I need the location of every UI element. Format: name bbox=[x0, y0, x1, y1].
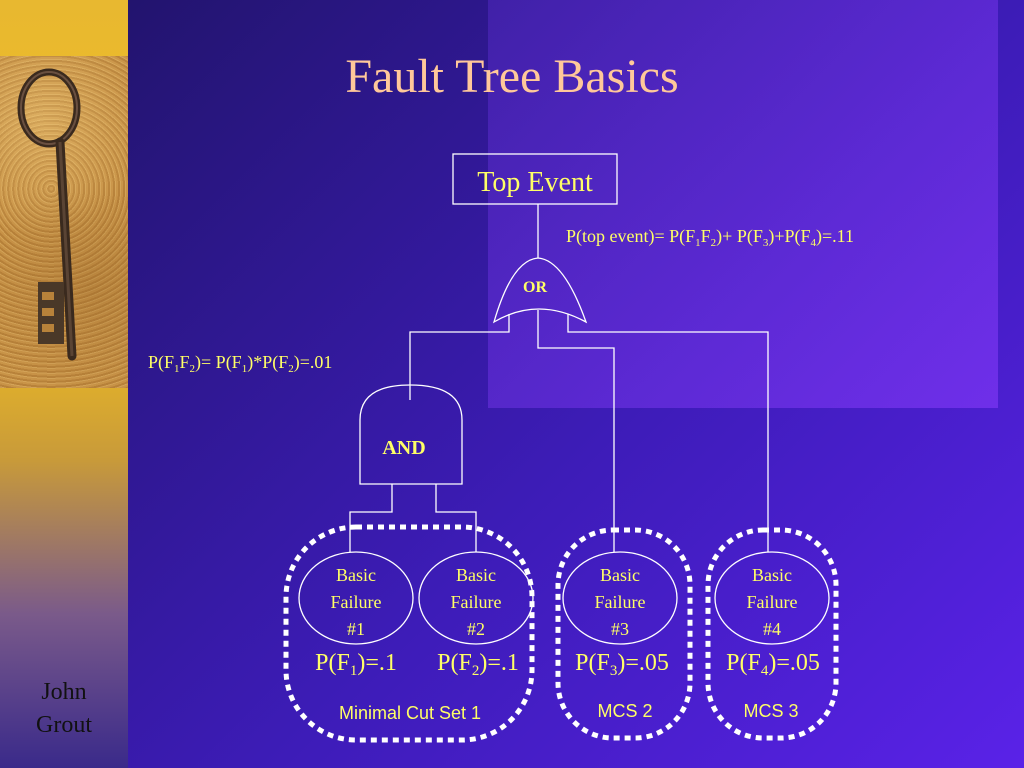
minimal-cut-set-2 bbox=[555, 527, 693, 741]
failure-1-line2: Failure bbox=[331, 592, 382, 612]
key-photo bbox=[0, 56, 128, 388]
slide-area bbox=[128, 0, 1024, 768]
failure-2-line2: Failure bbox=[451, 592, 502, 612]
page-title: Fault Tree Basics bbox=[345, 50, 678, 103]
author-last-name: Grout bbox=[36, 712, 92, 738]
failure-4-line2: Failure bbox=[747, 592, 798, 612]
failure-2-line3: #2 bbox=[467, 619, 485, 639]
connector-or-and bbox=[409, 314, 510, 400]
failure-1-line1: Basic bbox=[336, 565, 376, 585]
connector-or-failure4 bbox=[567, 314, 769, 552]
sidebar: John Grout bbox=[0, 0, 128, 768]
minimal-cut-set-1 bbox=[283, 524, 535, 743]
failure-3-line2: Failure bbox=[595, 592, 646, 612]
failure-1-line3: #1 bbox=[347, 619, 365, 639]
author-name: John Grout bbox=[0, 676, 128, 742]
top-event-formula: P(top event)= P(F1F2)+ P(F3)+P(F4)=.11 bbox=[566, 226, 854, 249]
connector-and-failure1 bbox=[349, 484, 393, 552]
failure-3-line1: Basic bbox=[600, 565, 640, 585]
minimal-cut-set-3 bbox=[705, 527, 839, 741]
author-first-name: John bbox=[41, 679, 87, 705]
basic-failure-2 bbox=[418, 551, 534, 645]
and-gate-formula: P(F1F2)= P(F1)*P(F2)=.01 bbox=[148, 352, 332, 375]
failure-3-line3: #3 bbox=[611, 619, 629, 639]
failure-4-line1: Basic bbox=[752, 565, 792, 585]
basic-failure-4 bbox=[714, 551, 830, 645]
or-gate-label: OR bbox=[523, 279, 547, 296]
key-icon bbox=[17, 68, 81, 361]
and-gate bbox=[359, 384, 463, 485]
failure-3-probability: P(F3)=.05 bbox=[575, 650, 669, 679]
failure-4-line3: #4 bbox=[763, 619, 781, 639]
connector-and-failure2 bbox=[435, 484, 477, 552]
cut-set-1-label: Minimal Cut Set 1 bbox=[339, 703, 481, 723]
failure-1-probability: P(F1)=.1 bbox=[315, 650, 397, 679]
failure-4-probability: P(F4)=.05 bbox=[726, 650, 820, 679]
failure-2-probability: P(F2)=.1 bbox=[437, 650, 519, 679]
failure-2-line1: Basic bbox=[456, 565, 496, 585]
and-gate-label: AND bbox=[382, 437, 425, 459]
cut-set-2-label: MCS 2 bbox=[597, 701, 652, 721]
connector-or-failure3 bbox=[537, 310, 615, 552]
top-event-box bbox=[452, 153, 618, 205]
basic-failure-1 bbox=[298, 551, 414, 645]
basic-failure-3 bbox=[562, 551, 678, 645]
cut-set-3-label: MCS 3 bbox=[743, 701, 798, 721]
or-gate bbox=[492, 257, 588, 324]
top-event-label: Top Event bbox=[477, 167, 593, 198]
